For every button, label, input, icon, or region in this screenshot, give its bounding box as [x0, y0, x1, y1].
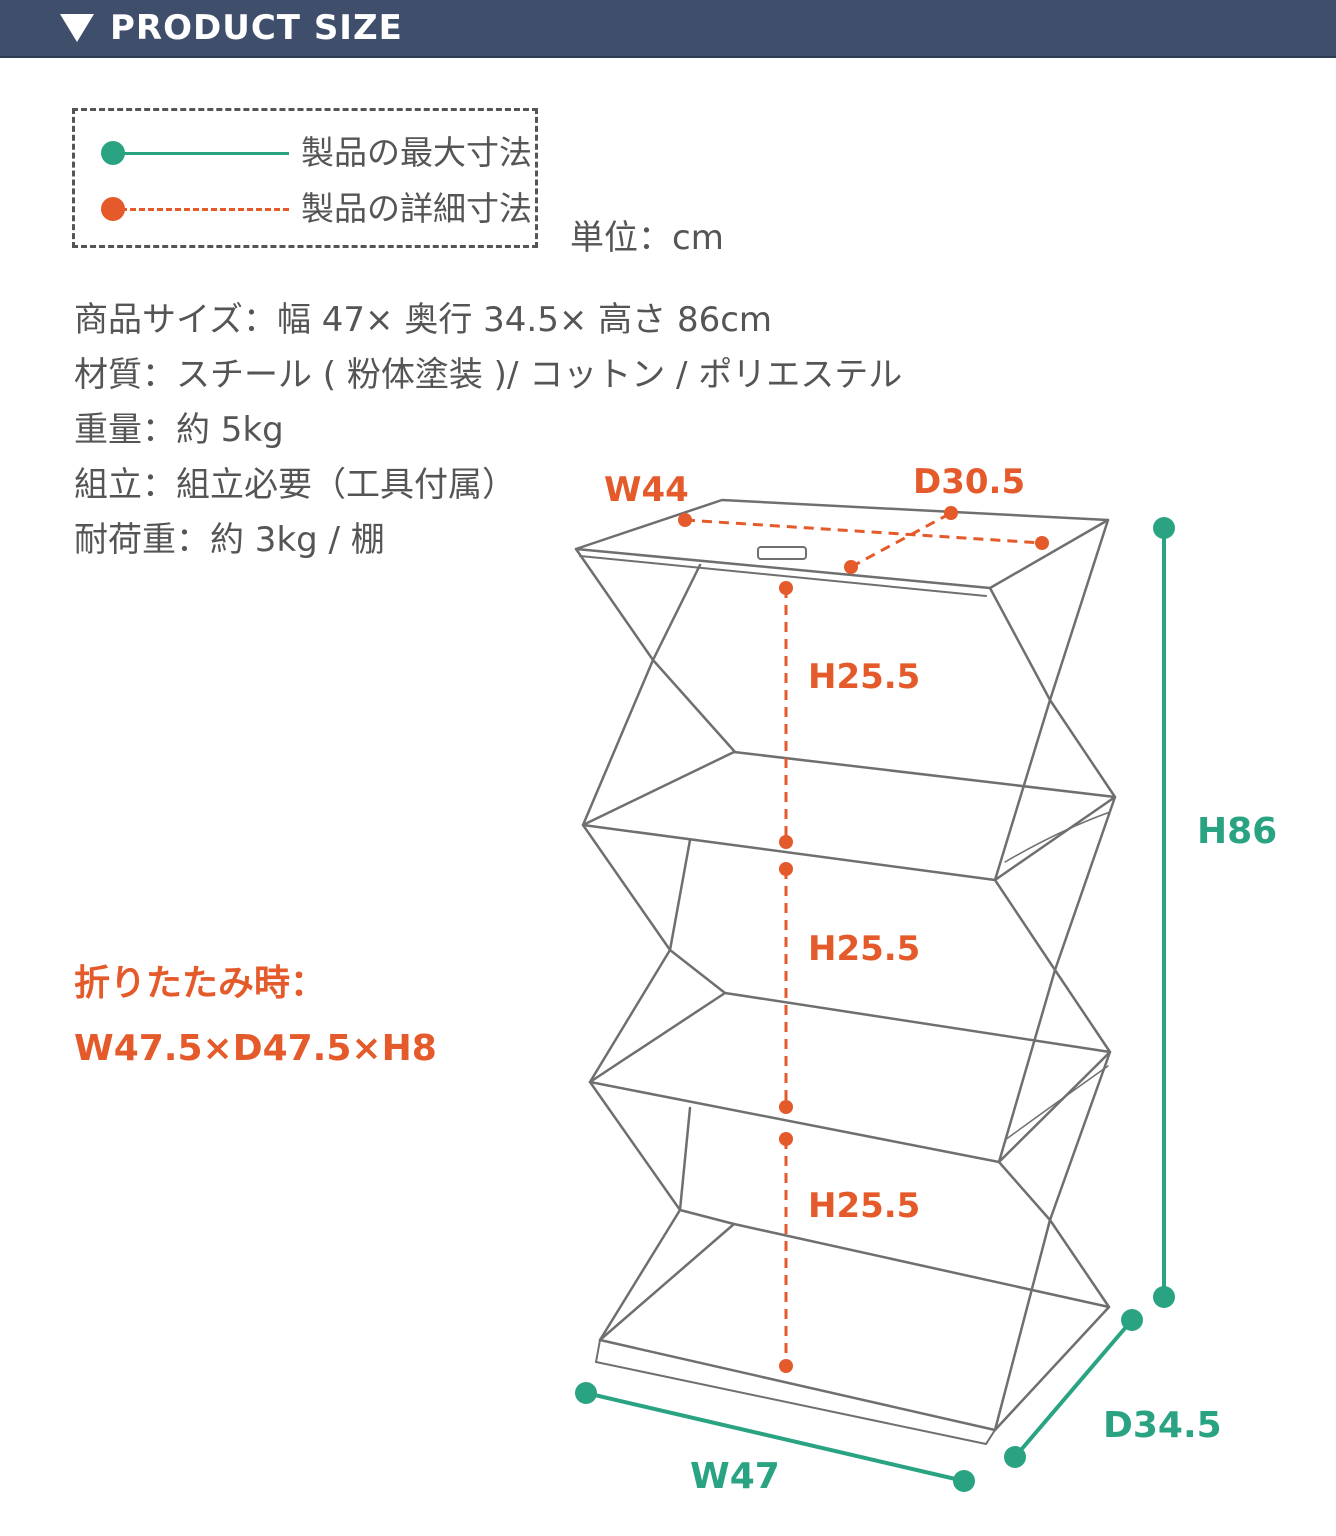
dim-depth: D34.5 [1004, 1309, 1222, 1468]
legend-detail-label: 製品の詳細寸法 [301, 189, 532, 228]
spec-load: 耐荷重：約 3kg / 棚 [74, 520, 385, 560]
dimension-legend: 製品の最大寸法 製品の詳細寸法 [72, 108, 538, 248]
dim-top-depth-label: D30.5 [913, 462, 1025, 502]
dim-shelf-height-3: H25.5 [779, 1132, 920, 1373]
dim-endpoint-dot [953, 1470, 975, 1492]
spec-weight: 重量：約 5kg [74, 410, 284, 450]
dim-endpoint-dot [779, 581, 793, 595]
rack-frame [574, 498, 1117, 1445]
legend-detail-row: 製品の詳細寸法 [101, 189, 532, 229]
dim-endpoint-dot [1153, 1286, 1175, 1308]
spec-size: 商品サイズ：幅 47× 奥行 34.5× 高さ 86cm [74, 300, 773, 340]
dim-endpoint-dot [779, 1100, 793, 1114]
section-header: PRODUCT SIZE [0, 0, 1336, 58]
dim-top-depth: D30.5 [844, 462, 1025, 574]
solid-line-icon [121, 152, 289, 155]
legend-max-label: 製品の最大寸法 [301, 133, 532, 172]
dim-shelf-height-2-label: H25.5 [808, 929, 920, 969]
dashed-line-icon [121, 208, 289, 211]
dim-endpoint-dot [575, 1382, 597, 1404]
dim-endpoint-dot [779, 1359, 793, 1373]
dim-endpoint-dot [779, 1132, 793, 1146]
unit-label: 単位：cm [570, 218, 724, 258]
dim-endpoint-dot [944, 506, 958, 520]
dim-endpoint-dot [1004, 1446, 1026, 1468]
dim-endpoint-dot [1153, 517, 1175, 539]
dim-endpoint-dot [678, 513, 692, 527]
dim-shelf-height-3-label: H25.5 [808, 1186, 920, 1226]
folded-dimensions: W47.5×D47.5×H8 [74, 1028, 437, 1069]
dim-endpoint-dot [1035, 536, 1049, 550]
dim-width-label: W47 [690, 1456, 780, 1497]
triangle-down-icon [60, 14, 94, 42]
dim-total-height: H86 [1153, 517, 1277, 1308]
dim-shelf-height-2: H25.5 [779, 862, 920, 1114]
legend-max-row: 製品の最大寸法 [101, 133, 532, 173]
dim-endpoint-dot [844, 560, 858, 574]
dim-total-height-label: H86 [1197, 811, 1277, 852]
dim-shelf-height-1-label: H25.5 [808, 657, 920, 697]
dim-endpoint-dot [779, 835, 793, 849]
dim-shelf-height-1: H25.5 [779, 581, 920, 849]
dim-depth-label: D34.5 [1103, 1405, 1222, 1446]
spec-material: 材質：スチール ( 粉体塗装 )/ コットン / ポリエステル [74, 355, 903, 395]
dim-top-width-label: W44 [604, 470, 689, 510]
dim-endpoint-dot [779, 862, 793, 876]
dim-top-width: W44 [604, 470, 1049, 550]
dim-width: W47 [575, 1382, 975, 1497]
spec-assembly: 組立：組立必要（工具付属） [74, 465, 516, 505]
section-title: PRODUCT SIZE [110, 8, 403, 48]
folded-label: 折りたたみ時： [74, 963, 327, 1004]
dim-endpoint-dot [1121, 1309, 1143, 1331]
